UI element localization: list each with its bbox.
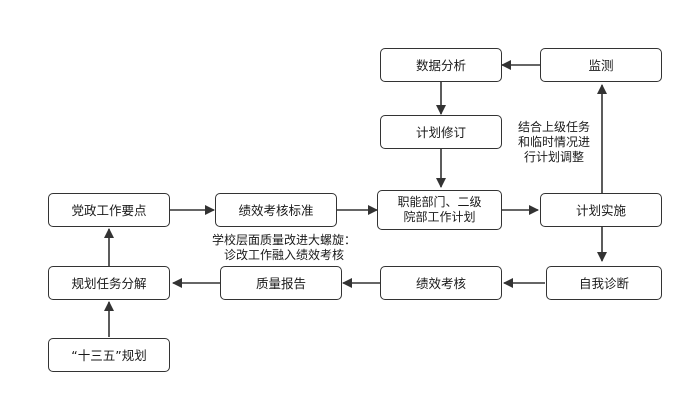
- node-data-analysis: 数据分析: [380, 48, 502, 82]
- node-performance-standard: 绩效考核标准: [215, 193, 337, 227]
- node-plan-task-breakdown: 规划任务分解: [48, 266, 170, 300]
- node-functional-depts: 职能部门、二级 院部工作计划: [377, 190, 502, 230]
- node-label: 职能部门、二级 院部工作计划: [397, 195, 482, 224]
- note-combine-tasks: 结合上级任务 和临时情况进 行计划调整: [517, 120, 590, 164]
- node-label: 规划任务分解: [71, 275, 147, 291]
- node-performance-assessment: 绩效考核: [380, 266, 502, 300]
- node-label: “十三五”规划: [71, 347, 147, 363]
- node-label: 党政工作要点: [71, 202, 147, 218]
- node-monitor: 监测: [540, 48, 662, 82]
- node-label: 监测: [588, 57, 614, 73]
- node-label: 质量报告: [255, 275, 306, 291]
- node-party-gov-points: 党政工作要点: [48, 193, 170, 227]
- node-label: 计划实施: [575, 202, 626, 218]
- note-spiral: 学校层面质量改进大螺旋： 诊改工作融入绩效考核: [211, 233, 356, 262]
- node-label: 绩效考核标准: [238, 202, 314, 218]
- node-label: 自我诊断: [578, 275, 629, 291]
- node-quality-report: 质量报告: [220, 266, 342, 300]
- node-plan-implementation: 计划实施: [540, 193, 662, 227]
- node-label: 绩效考核: [415, 275, 466, 291]
- node-label: 数据分析: [415, 57, 466, 73]
- node-five-year-plan: “十三五”规划: [48, 338, 170, 372]
- node-self-diagnosis: 自我诊断: [546, 266, 662, 300]
- node-label: 计划修订: [415, 124, 466, 140]
- node-plan-revision: 计划修订: [380, 115, 502, 149]
